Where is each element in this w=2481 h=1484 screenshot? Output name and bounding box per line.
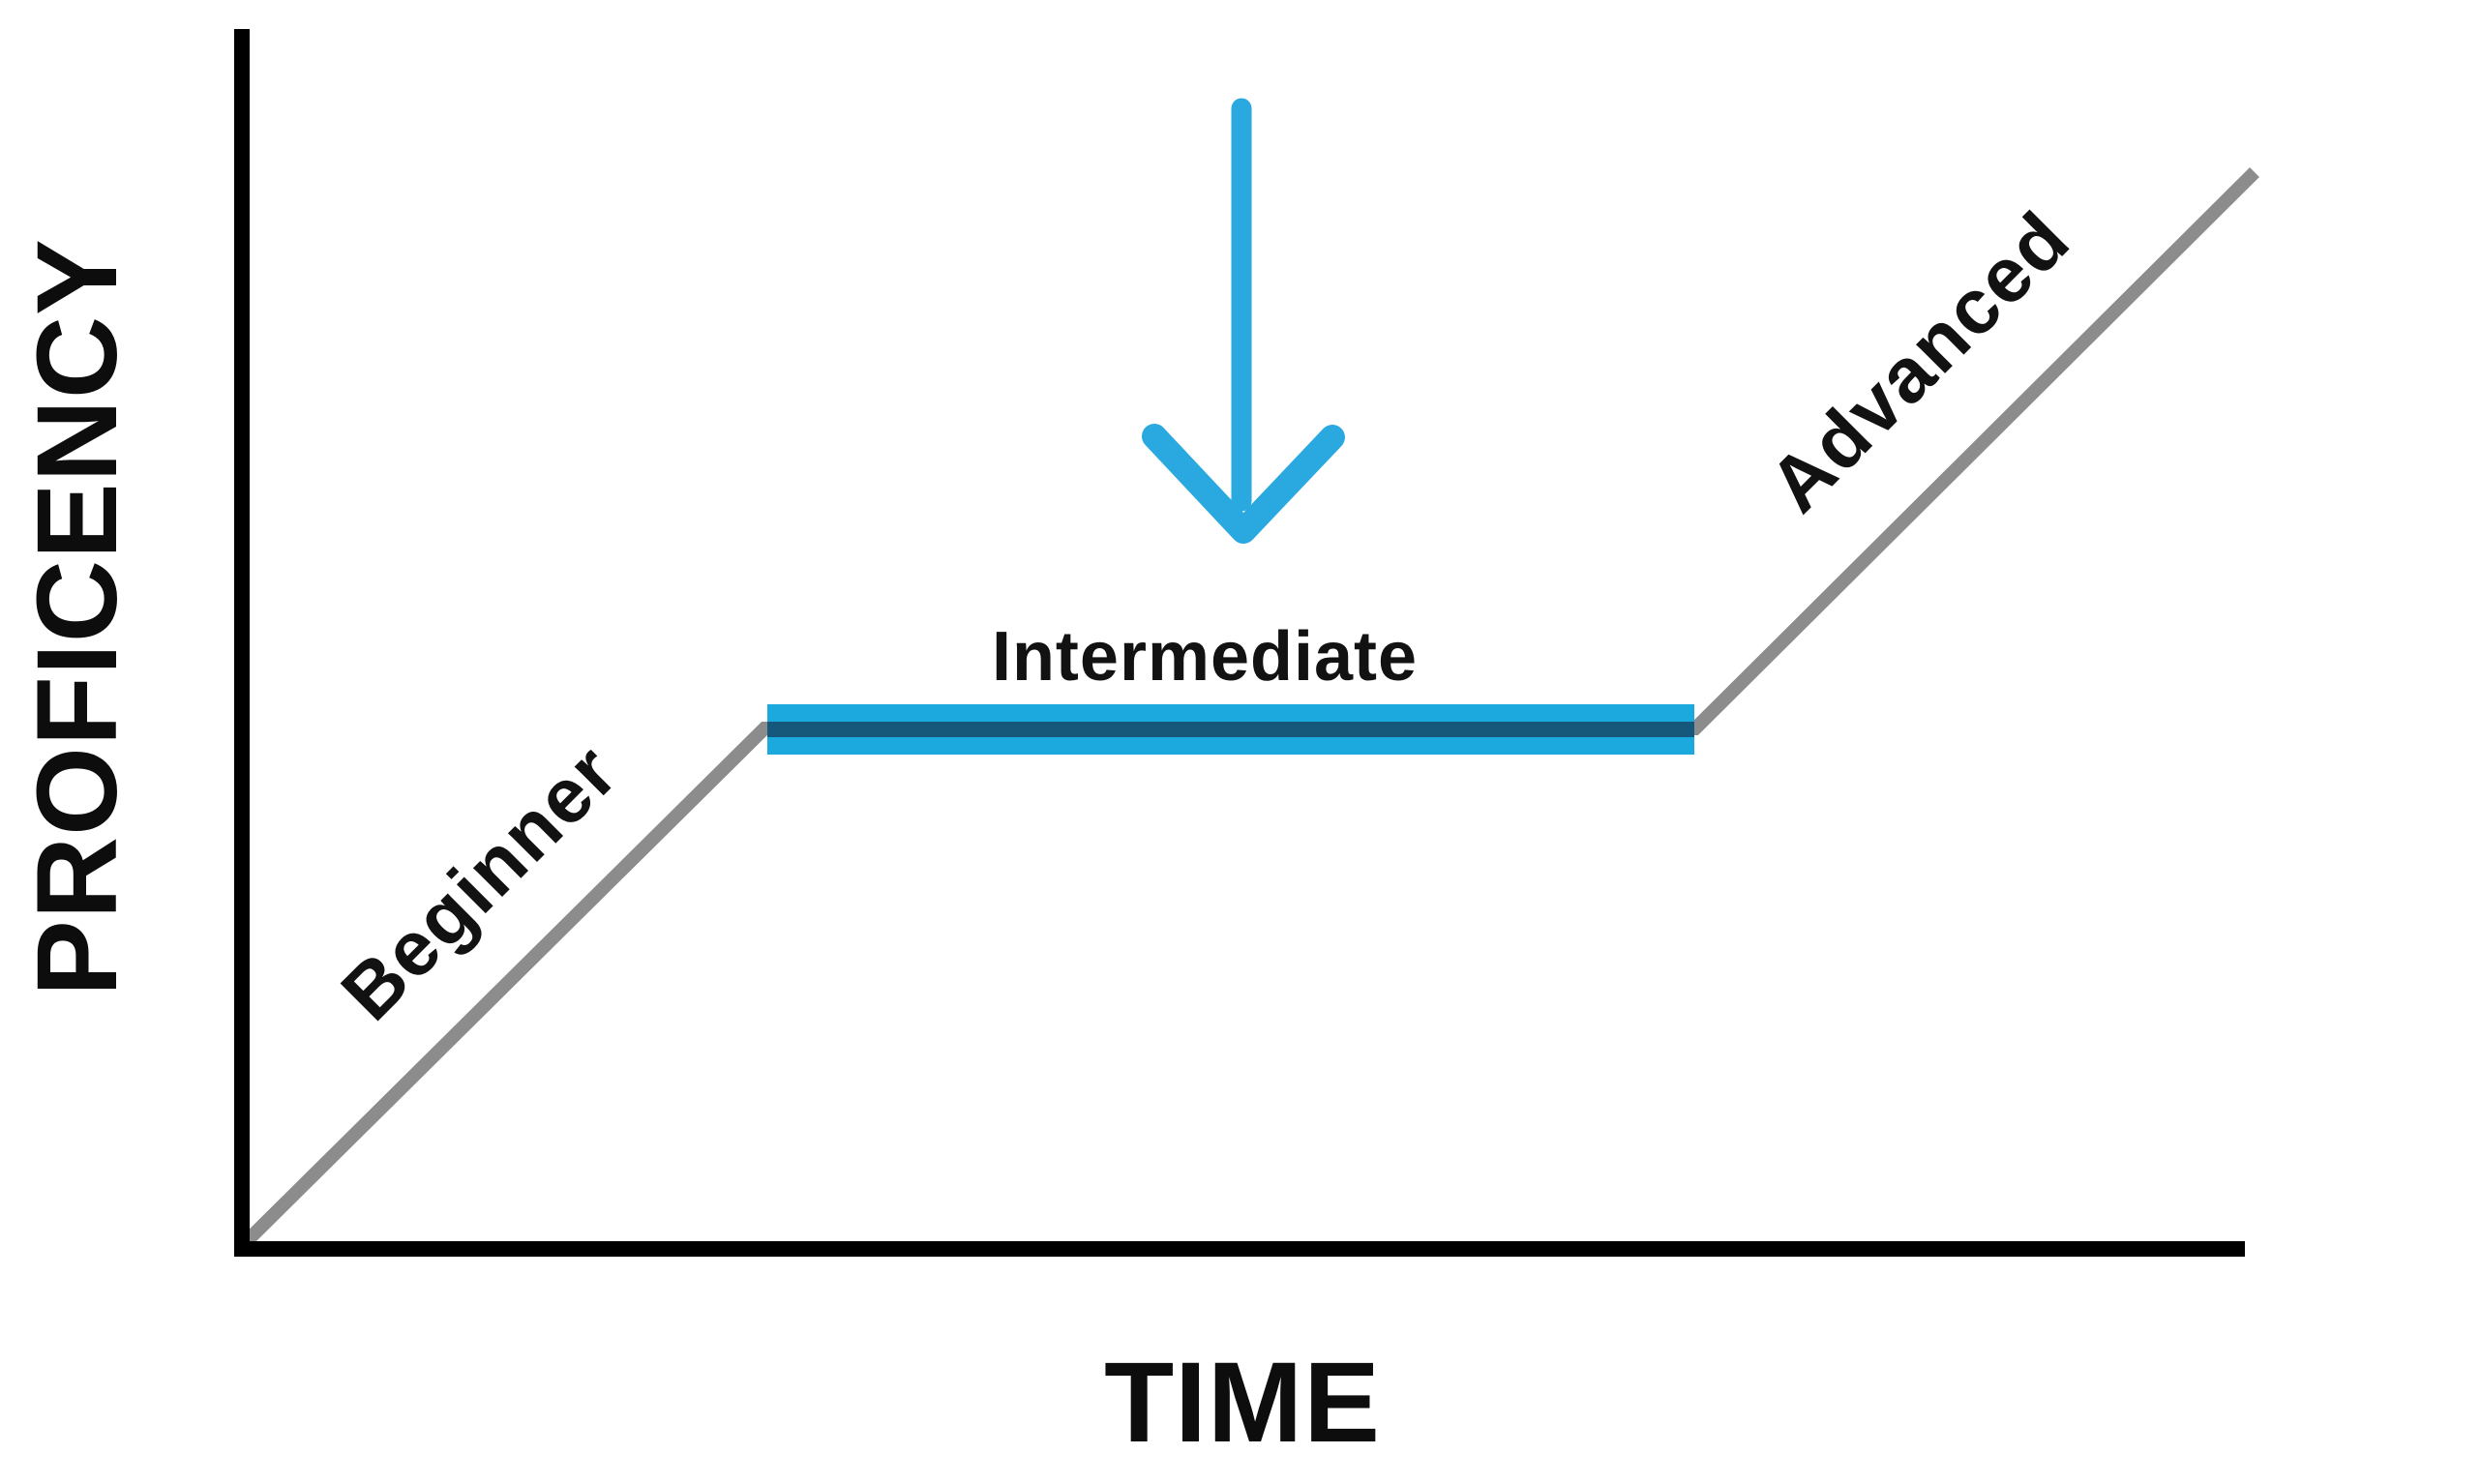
x-axis-label: TIME (1104, 1339, 1381, 1467)
down-arrow-icon (1142, 98, 1345, 544)
y-axis-label: PROFICENCY (14, 238, 141, 996)
stage-label-advanced: Advanced (1752, 194, 2086, 528)
axes-lines (234, 29, 2245, 1257)
stage-label-intermediate: Intermediate (992, 618, 1418, 696)
stage-label-beginner: Beginner (325, 727, 634, 1036)
down-arrow-head (1142, 424, 1345, 544)
